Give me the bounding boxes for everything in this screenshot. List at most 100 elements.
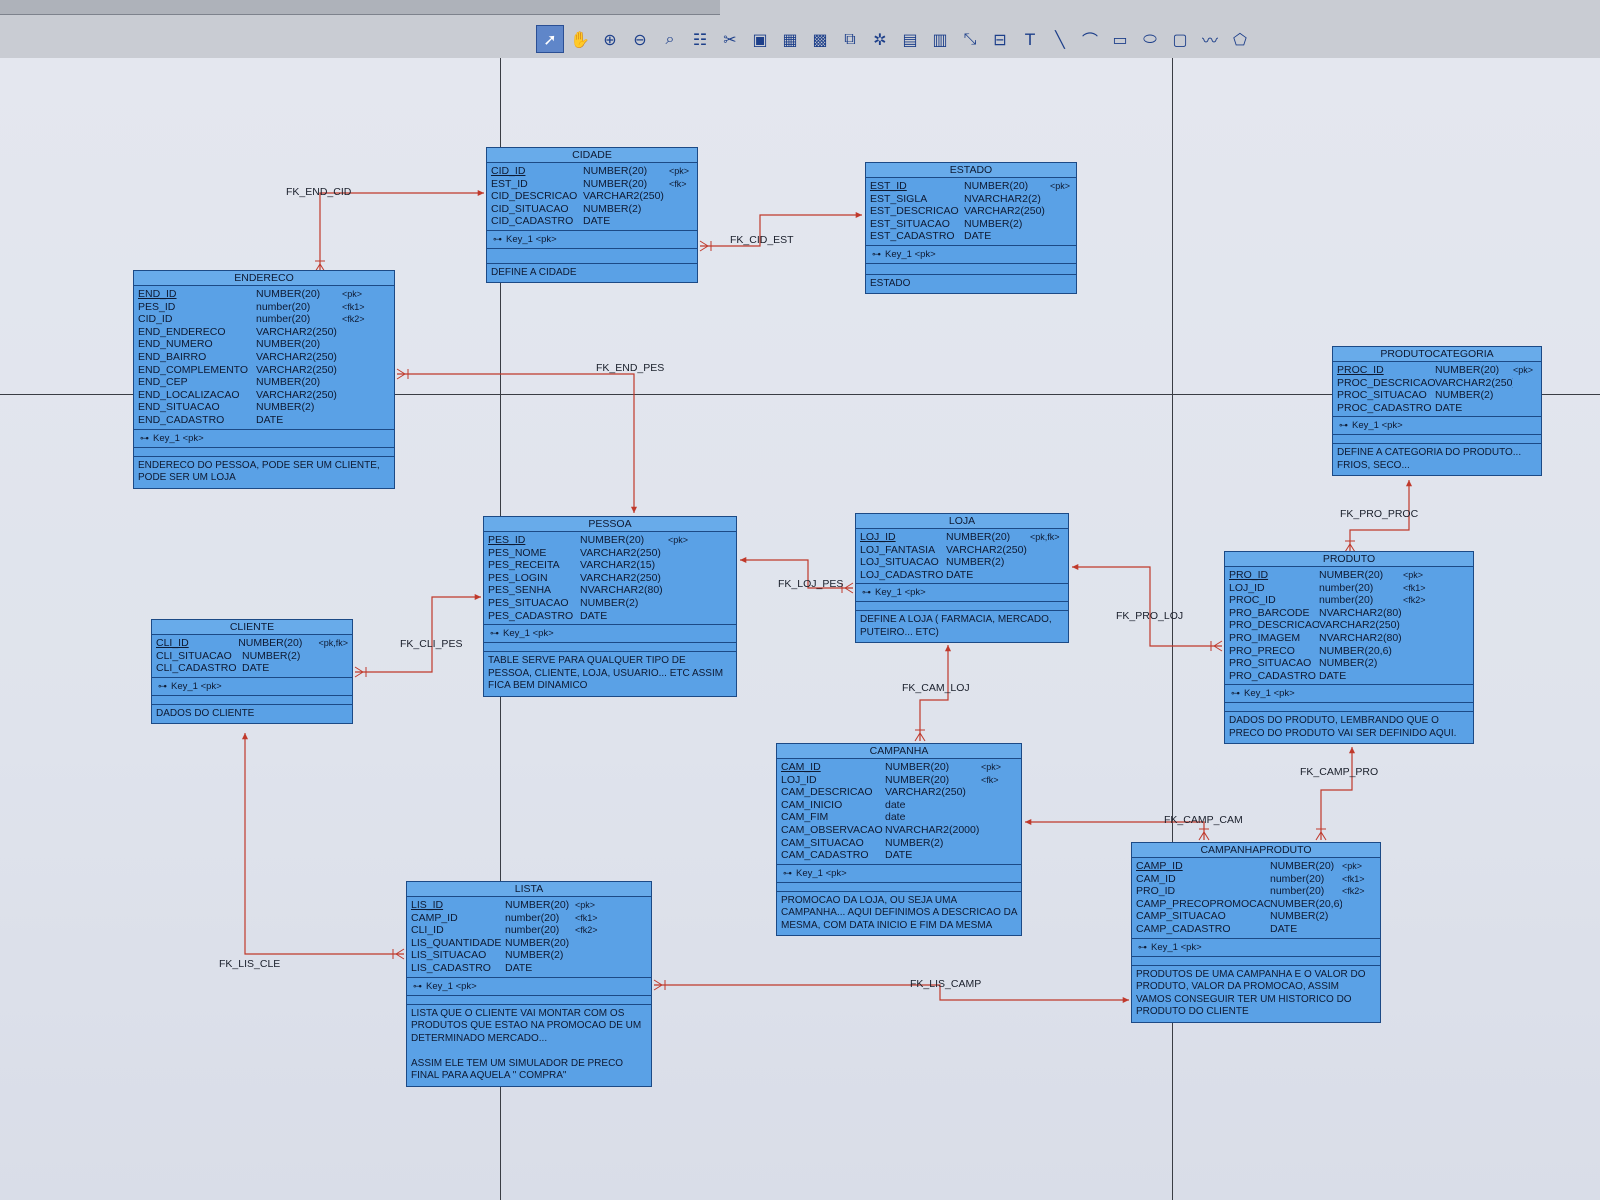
attribute-name: CLI_SITUACAO [156, 649, 232, 662]
document-icon[interactable]: ▥ [932, 29, 948, 49]
procedure-section [152, 696, 352, 705]
scissors-icon[interactable]: ✂ [723, 29, 737, 49]
attribute-type: NUMBER(2) [256, 401, 315, 414]
key-icon: ⊶ [158, 681, 167, 692]
table-icon[interactable]: ▦ [782, 29, 798, 49]
hand-icon[interactable]: ✋ [570, 29, 590, 49]
attribute-key: <fk> [669, 178, 687, 189]
tool-palette: ➚ ✋ ⊕ ⊖ ⌕ ☷ ✂ ▣ ▦ ▩ ⧉ ✲ ▤ ▥ ⤡ ⊟ T ╲ ⌒ ▭ ⬭ ▢ 〰 ⬠ [536, 24, 1254, 54]
polyline-icon[interactable]: 〰 [1201, 31, 1218, 50]
attribute-name: LOJ_SITUACAO [860, 556, 939, 569]
zoom-out-icon[interactable]: ⊖ [633, 29, 647, 49]
entity-title: LOJA [856, 514, 1068, 529]
link-icon[interactable]: ⤡ [963, 29, 977, 48]
attribute-type: NUMBER(20) [1319, 569, 1384, 581]
attribute-key [342, 351, 390, 364]
attribute-key: <fk1> [575, 912, 598, 923]
attribute-key: <fk> [981, 774, 999, 785]
attribute-key: <pk> [1403, 570, 1424, 580]
file-icon[interactable]: ▤ [902, 29, 918, 49]
attribute-name: CAMP_CADASTRO [1136, 922, 1231, 935]
attribute-type: DATE [1270, 922, 1298, 935]
attribute-type: NUMBER(20) [580, 534, 645, 546]
key-icon: ⊶ [1339, 421, 1348, 432]
key-row: ⊶Key_1 <pk> [152, 678, 352, 696]
attribute-name: LOJ_CADASTRO [860, 568, 944, 581]
attribute-type: NVARCHAR2(80) [1319, 631, 1402, 644]
attribute-key [981, 811, 1017, 824]
attribute-type: DATE [505, 961, 533, 974]
procedure-icon[interactable]: ✲ [873, 29, 887, 49]
attribute-name: PES_SITUACAO [488, 596, 569, 609]
attribute-type: number(20) [256, 313, 311, 326]
attribute-key [981, 849, 1017, 862]
zoom-fit-icon[interactable]: ⌕ [665, 29, 675, 48]
attribute-key [342, 376, 390, 389]
attribute-type: VARCHAR2(250) [256, 350, 337, 363]
pointer-icon[interactable]: ➚ [536, 25, 564, 53]
view-icon[interactable]: ▩ [812, 29, 828, 49]
rectangle-icon[interactable]: ▭ [1112, 29, 1128, 49]
attribute-name: PRO_SITUACAO [1229, 657, 1312, 670]
attribute-name: CAM_OBSERVACAO [781, 823, 883, 836]
key-label: Key_1 <pk> [885, 248, 936, 260]
attribute-key [1403, 619, 1469, 632]
storage-icon[interactable]: ⊟ [993, 29, 1007, 49]
attribute-key [575, 937, 647, 950]
attribute-type: NUMBER(2) [1435, 389, 1494, 402]
attribute-type: NUMBER(20) [256, 288, 321, 300]
attribute-name: LOJ_ID [860, 531, 896, 543]
package-icon[interactable]: ▣ [752, 29, 768, 49]
attribute-key [342, 338, 390, 351]
attribute-name: PRO_DESCRICAO [1229, 619, 1319, 632]
rounded-rect-icon[interactable]: ▢ [1172, 29, 1188, 49]
attribute-type: NUMBER(20) [885, 761, 950, 773]
attribute-name: LIS_ID [411, 899, 444, 911]
attribute-name: EST_CADASTRO [870, 230, 955, 243]
attribute-type: NUMBER(2) [885, 836, 944, 849]
attribute-type: number(20) [1270, 885, 1325, 898]
key-label: Key_1 <pk> [1151, 941, 1202, 953]
procedure-section [777, 883, 1021, 892]
entity-comment: DEFINE A LOJA ( FARMACIA, MERCADO, PUTEI… [860, 614, 1052, 638]
text-icon[interactable]: T [1025, 29, 1035, 49]
reference-icon[interactable]: ⧉ [844, 29, 856, 48]
properties-icon[interactable]: ☷ [692, 29, 708, 49]
arc-icon[interactable]: ⌒ [1081, 31, 1098, 50]
ellipse-icon[interactable]: ⬭ [1143, 29, 1157, 48]
attribute-name: PES_CADASTRO [488, 609, 574, 622]
attribute-name: PRO_CADASTRO [1229, 669, 1316, 682]
line-icon[interactable]: ╲ [1055, 29, 1065, 49]
entity-title: CLIENTE [152, 620, 352, 635]
key-label: Key_1 <pk> [506, 233, 557, 245]
attribute-key [1030, 569, 1064, 582]
menu-strip [0, 0, 720, 15]
entity-comment: DADOS DO CLIENTE [156, 707, 255, 719]
procedure-section [1333, 435, 1541, 445]
zoom-in-icon[interactable]: ⊕ [603, 29, 617, 49]
attribute-key: <pk,fk> [318, 638, 348, 648]
polygon-icon[interactable]: ⬠ [1233, 29, 1247, 49]
